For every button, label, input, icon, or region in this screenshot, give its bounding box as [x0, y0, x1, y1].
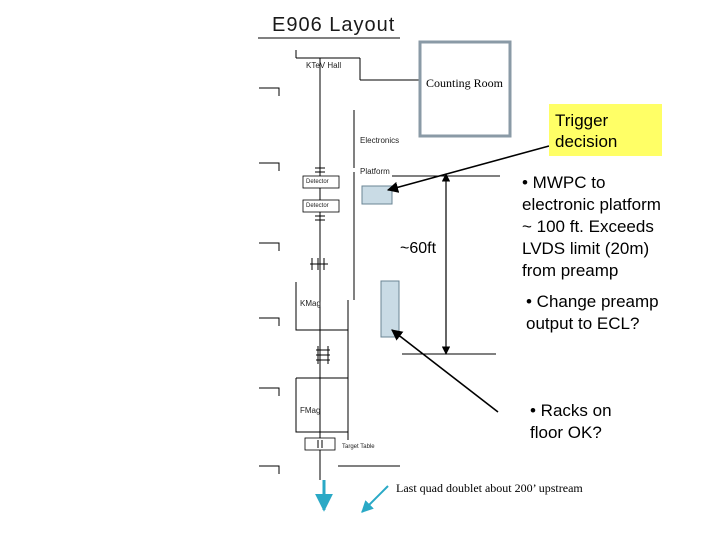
- detector-label-2: Detector: [306, 203, 329, 209]
- hall-label: KTeV Hall: [306, 61, 342, 70]
- note-racks: • Racks on floor OK?: [530, 400, 660, 444]
- platform-rack: [361, 185, 393, 205]
- counting-room-label: Counting Room: [426, 76, 504, 90]
- note-mwpc: • MWPC to electronic platform ~ 100 ft. …: [522, 172, 692, 282]
- note-line: output to ECL?: [526, 314, 640, 333]
- target-label: Target Table: [342, 444, 375, 450]
- wall-bracket-6: [259, 465, 280, 474]
- note-line: • MWPC to: [522, 173, 606, 192]
- note-line: floor OK?: [530, 423, 602, 442]
- detector-2: [302, 199, 340, 213]
- fmag-outline: [295, 377, 349, 433]
- wall-bracket-4: [259, 317, 280, 326]
- beam-arrow-2: [361, 485, 389, 513]
- distance-label: ~60ft: [400, 240, 437, 257]
- detector-label-1: Detector: [306, 179, 329, 185]
- counting-room: [418, 40, 512, 138]
- trigger-arrow: [386, 145, 550, 193]
- racks-arrow: [391, 329, 499, 413]
- kmag-outline: [295, 282, 348, 331]
- wall-bracket-1: [259, 87, 280, 96]
- detector-1: [302, 175, 340, 189]
- note-line: from preamp: [522, 261, 619, 280]
- platform-label: Platform: [360, 167, 390, 176]
- note-preamp: • Change preamp output to ECL?: [526, 291, 696, 335]
- wall-bracket-3: [259, 242, 280, 251]
- wall-bracket-5: [259, 387, 280, 396]
- kmag-label: KMag: [300, 299, 321, 308]
- note-line: electronic platform: [522, 195, 661, 214]
- note-line: • Racks on: [530, 401, 612, 420]
- footnote: Last quad doublet about 200’ upstream: [396, 481, 583, 495]
- note-line: • Change preamp: [526, 292, 659, 311]
- trigger-line-2: decision: [555, 132, 618, 151]
- trigger-line-1: Trigger: [555, 111, 609, 130]
- electronics-label: Electronics: [360, 136, 400, 145]
- fmag-label: FMag: [300, 406, 321, 415]
- note-line: LVDS limit (20m): [522, 239, 650, 258]
- wall-bracket-2: [259, 162, 280, 171]
- trigger-decision-box: Trigger decision: [549, 104, 662, 156]
- note-line: ~ 100 ft. Exceeds: [522, 217, 654, 236]
- target-table: [304, 437, 336, 451]
- diagram-title: E906 Layout: [272, 14, 396, 36]
- floor-rack: [380, 280, 400, 338]
